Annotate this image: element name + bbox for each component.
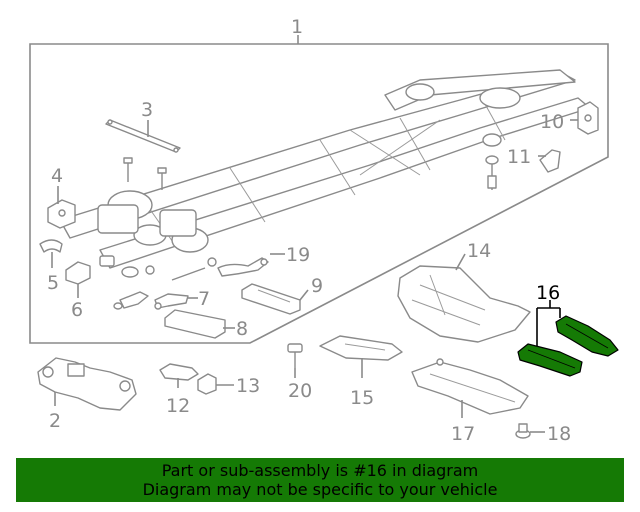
part-15[interactable] bbox=[319, 335, 403, 361]
callout-3[interactable]: 3 bbox=[141, 99, 153, 121]
part-8[interactable] bbox=[164, 309, 226, 339]
callout-4[interactable]: 4 bbox=[51, 165, 63, 187]
callout-6[interactable]: 6 bbox=[71, 299, 83, 321]
leader-line-9 bbox=[299, 289, 309, 301]
frame-assembly[interactable] bbox=[59, 69, 591, 269]
callout-8[interactable]: 8 bbox=[236, 318, 248, 340]
banner-line-2: Diagram may not be specific to your vehi… bbox=[142, 480, 498, 499]
callout-18[interactable]: 18 bbox=[547, 423, 571, 445]
part-18[interactable] bbox=[515, 423, 531, 439]
part-17[interactable] bbox=[411, 358, 529, 415]
leader-line-14 bbox=[455, 253, 466, 271]
callout-10[interactable]: 10 bbox=[540, 111, 564, 133]
callout-5[interactable]: 5 bbox=[47, 272, 59, 294]
callout-17[interactable]: 17 bbox=[451, 423, 475, 445]
callout-14[interactable]: 14 bbox=[467, 240, 491, 262]
callout-20[interactable]: 20 bbox=[288, 380, 312, 402]
callout-12[interactable]: 12 bbox=[166, 395, 190, 417]
part-16[interactable] bbox=[517, 315, 619, 377]
part-3[interactable] bbox=[105, 119, 181, 153]
bolt-pair bbox=[123, 157, 167, 190]
part-6[interactable] bbox=[65, 261, 91, 285]
part-5[interactable] bbox=[39, 239, 63, 253]
part-7[interactable] bbox=[119, 291, 189, 310]
callout-11[interactable]: 11 bbox=[507, 146, 531, 168]
part-10[interactable] bbox=[577, 101, 599, 135]
part-2[interactable] bbox=[37, 357, 137, 411]
callout-19[interactable]: 19 bbox=[286, 244, 310, 266]
callout-13[interactable]: 13 bbox=[236, 375, 260, 397]
hardware-cluster bbox=[99, 255, 217, 310]
info-banner: Part or sub-assembly is #16 in diagram D… bbox=[16, 458, 624, 502]
part-4[interactable] bbox=[47, 199, 76, 229]
part-12[interactable] bbox=[159, 363, 199, 381]
part-20[interactable] bbox=[287, 343, 303, 368]
part-13[interactable] bbox=[197, 373, 217, 395]
assembly-frame-box bbox=[29, 43, 609, 344]
leader-line-16 bbox=[536, 300, 561, 346]
callout-2[interactable]: 2 bbox=[49, 410, 61, 432]
callout-16[interactable]: 16 bbox=[536, 282, 560, 304]
part-11[interactable] bbox=[539, 149, 561, 173]
part-14[interactable] bbox=[397, 265, 531, 343]
body-mount-stack bbox=[482, 133, 502, 190]
banner-line-1: Part or sub-assembly is #16 in diagram bbox=[161, 461, 479, 480]
callout-1[interactable]: 1 bbox=[291, 16, 303, 38]
part-9[interactable] bbox=[241, 283, 301, 315]
callout-15[interactable]: 15 bbox=[350, 387, 374, 409]
part-19[interactable] bbox=[217, 257, 269, 277]
callout-9[interactable]: 9 bbox=[311, 275, 323, 297]
callout-7[interactable]: 7 bbox=[198, 288, 210, 310]
